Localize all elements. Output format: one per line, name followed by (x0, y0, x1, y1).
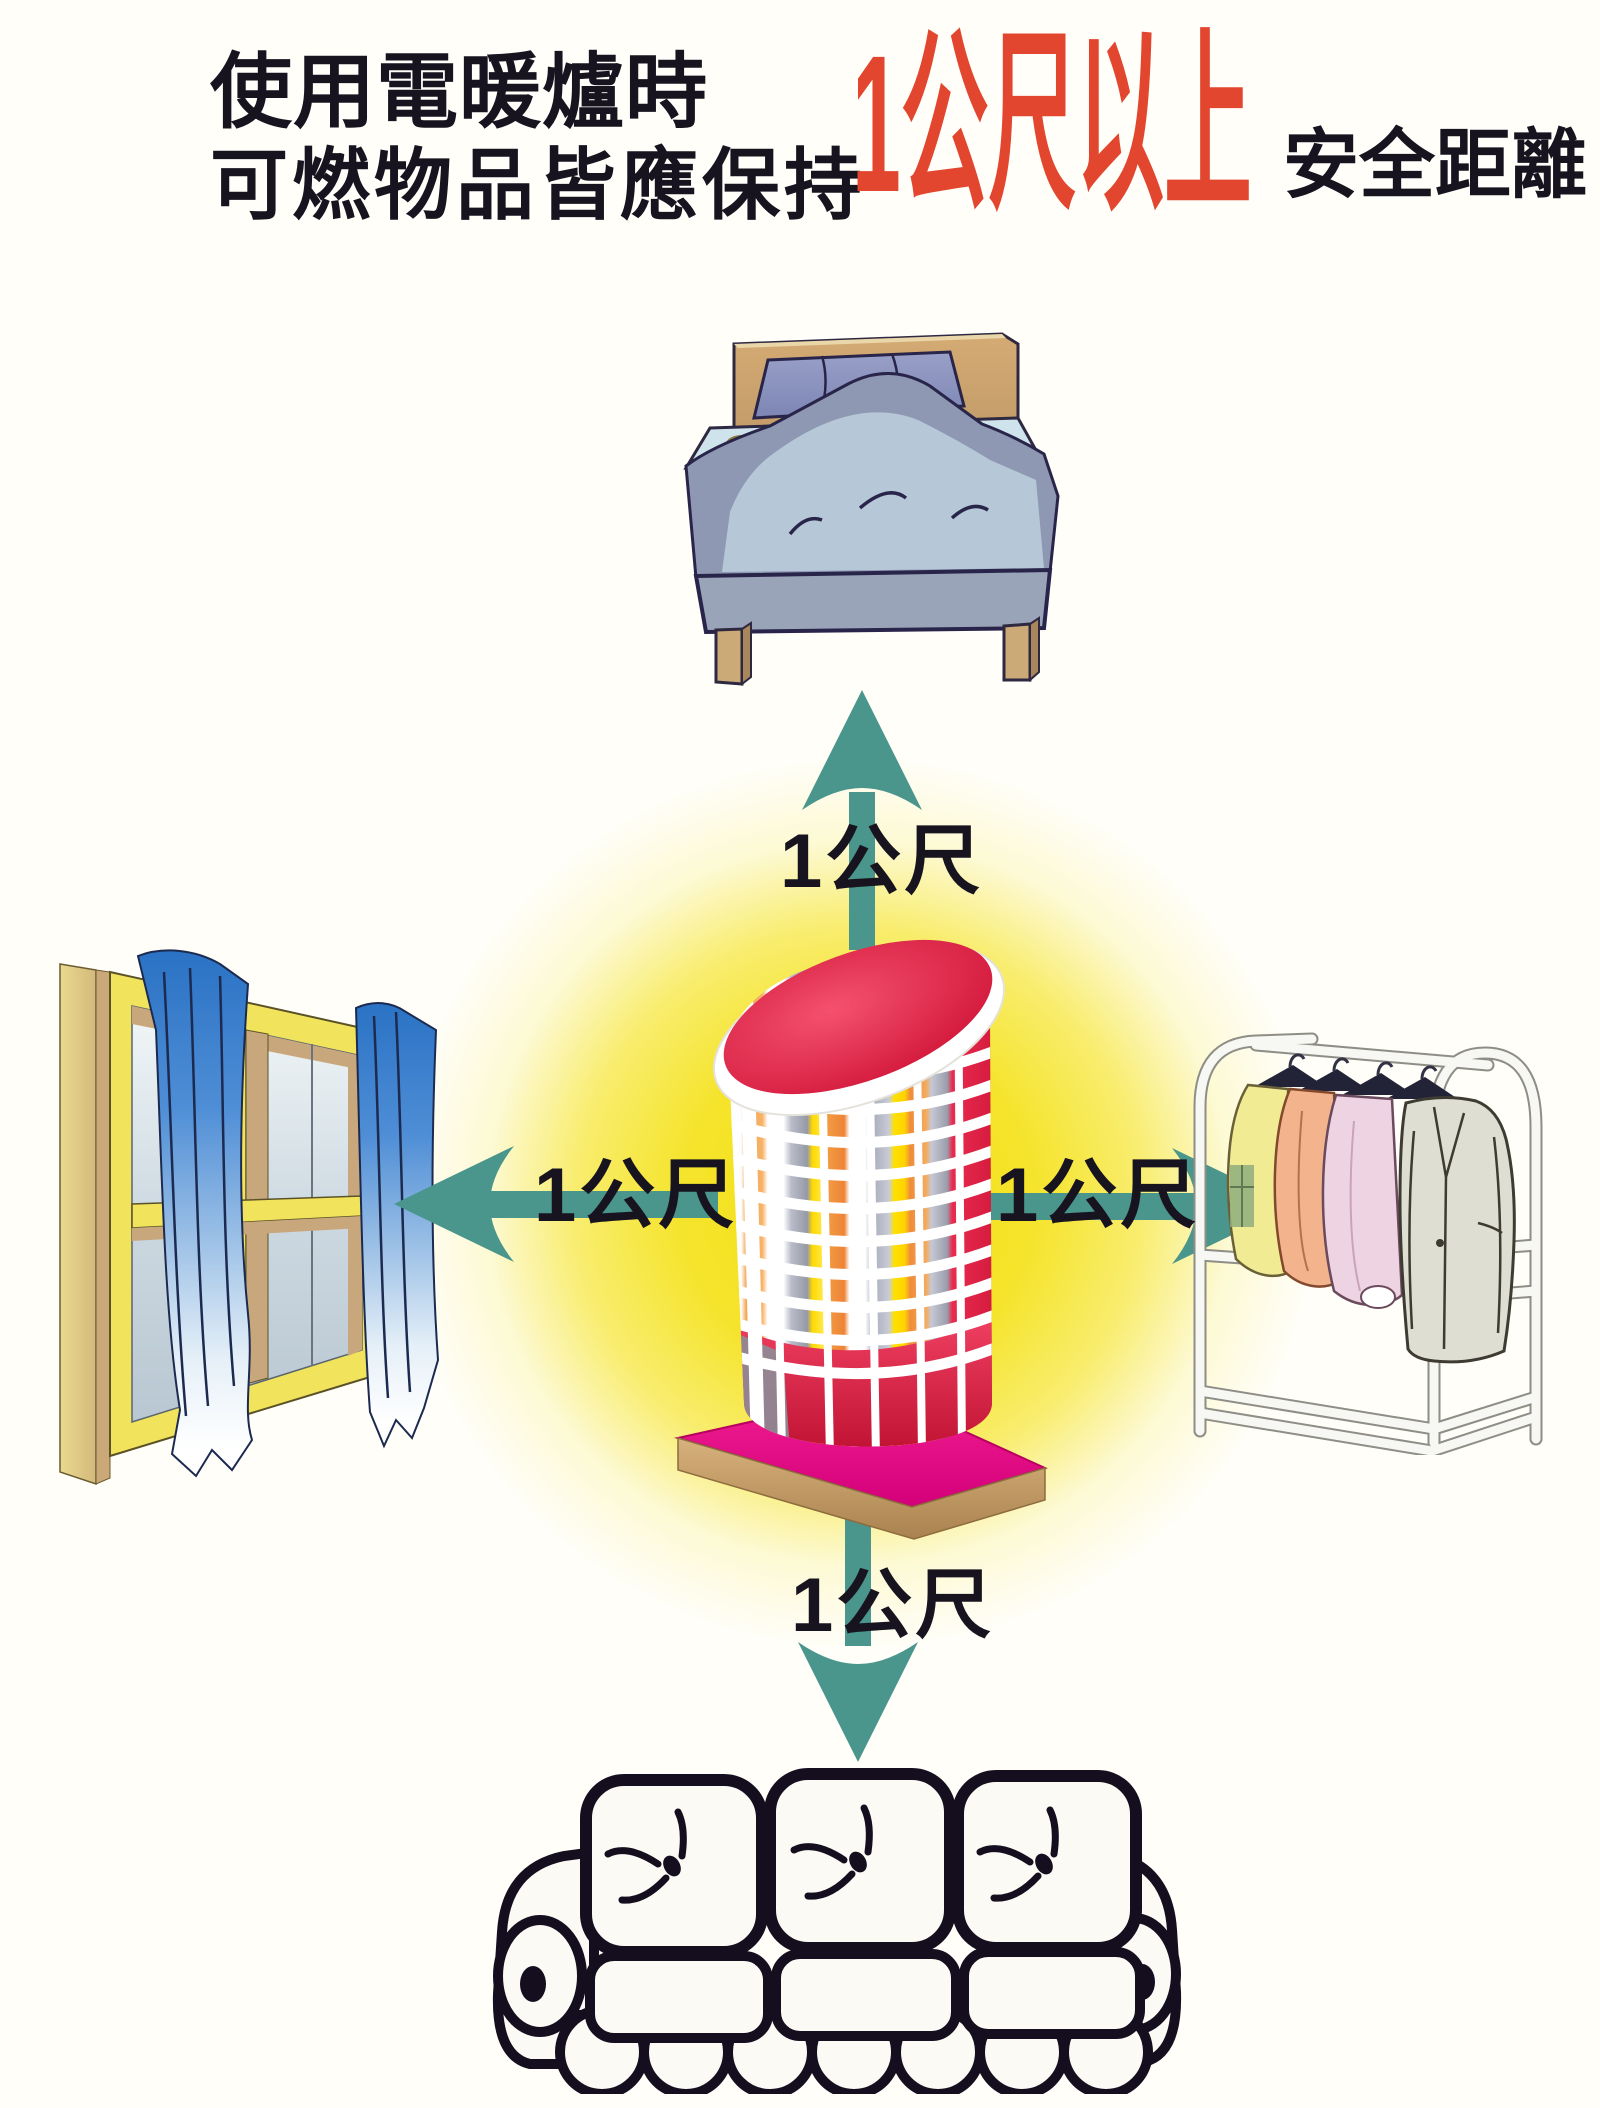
title-line-1: 使用電暖爐時 (210, 47, 709, 138)
distance-label-bottom: 1公尺 (791, 1563, 995, 1648)
title-line-2: 可燃物品皆應保持 (210, 141, 867, 229)
hangers (1254, 1053, 1458, 1099)
heater-grid-ribs (768, 958, 966, 1447)
bed-illustration (683, 332, 1060, 687)
sofa-illustration (492, 1768, 1182, 2094)
distance-label-left: 1公尺 (534, 1153, 738, 1238)
distance-label-right: 1公尺 (996, 1153, 1200, 1238)
sofa-armrest (492, 1846, 599, 2069)
curtain-left (136, 949, 254, 1478)
bed-mattress (693, 567, 1053, 635)
bed-leg (714, 621, 752, 687)
arrow-down (798, 1512, 918, 1762)
electric-heater-illustration (674, 939, 1048, 1540)
sofa-back-cushions (580, 1768, 1142, 1958)
bed-blanket (684, 372, 1060, 580)
arrow-up (802, 690, 922, 950)
title-highlight-distance: 1公尺以上 (852, 15, 1252, 233)
curtain-right (354, 1002, 440, 1449)
distance-label-top: 1公尺 (780, 819, 984, 904)
window-curtains-illustration (59, 949, 440, 1486)
clothes-rack-illustration (1193, 1032, 1543, 1455)
hanging-clothes (1226, 1083, 1516, 1364)
title-suffix: 安全距離 (1283, 123, 1587, 208)
arrow-left (394, 1146, 718, 1262)
sofa-seat-cushions (585, 1947, 1145, 2043)
heater-top (723, 939, 993, 1095)
heater-body (713, 939, 1005, 1447)
bed-leg (1002, 616, 1040, 683)
